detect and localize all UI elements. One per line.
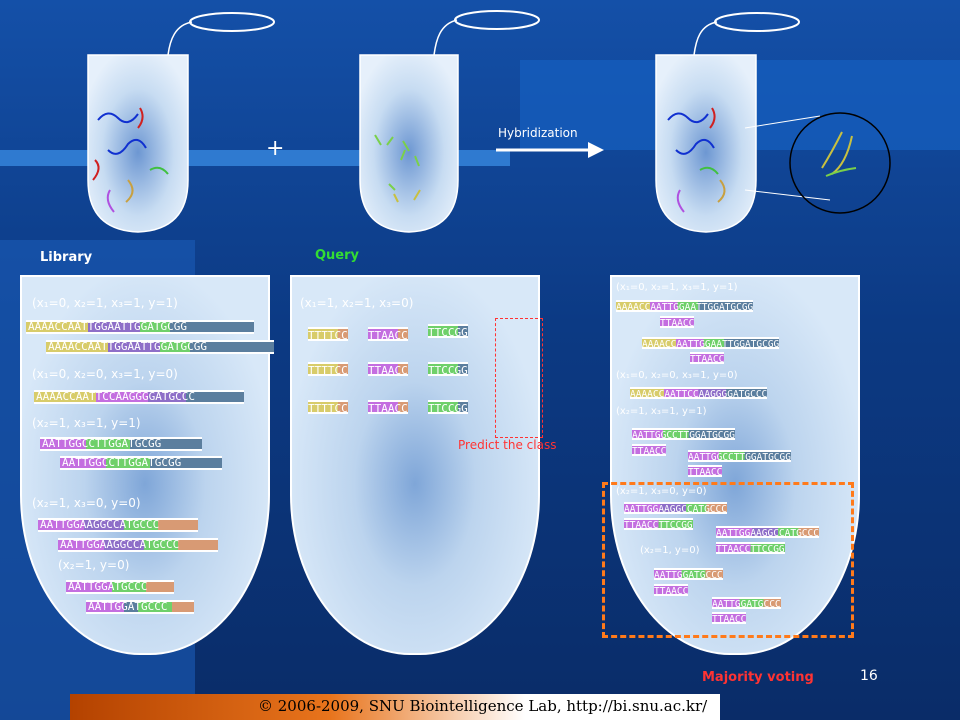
query-probe-3c: TTCCGG xyxy=(428,400,468,415)
library-seq-2-text: AAAACCAATTCCAAGGGGATGCCC xyxy=(36,390,195,403)
query-probe-3a: TTCCGG xyxy=(428,324,468,339)
query-label: Query xyxy=(315,248,360,263)
result-seq-4a: AATTGGAAGGCCATGCCC xyxy=(624,502,727,515)
library-group-5-vars: (x₂=1, y=0) xyxy=(58,558,130,572)
result-probe-7: TTAACC xyxy=(654,584,689,597)
result-seq-5a: AATTGGATGCCC xyxy=(654,568,723,581)
result-seq-3a: AATTGGCCTTGGATGCGG xyxy=(632,428,735,441)
result-probe-6: TTAACCTTCCGG xyxy=(716,542,785,555)
library-group-4-vars: (x₂=1, x₃=0, y=0) xyxy=(32,496,141,510)
result-seq-2: AAAACCAATTCCAAGGGGATGCCC xyxy=(630,387,768,400)
result-seq-4b: AATTGGAAGGCCATGCCC xyxy=(716,526,819,539)
majority-label: Majority voting xyxy=(702,670,814,685)
result-tube-icon xyxy=(655,12,800,233)
footer-text: © 2006-2009, SNU Biointelligence Lab, ht… xyxy=(258,697,708,715)
library-seq-4b xyxy=(58,538,218,552)
zoom-circle xyxy=(789,112,891,214)
result-probe-5: TTAACCTTCCGG xyxy=(624,518,693,531)
library-seq-4b-text: AATTGGAAGGCCATGCCC xyxy=(60,538,180,551)
library-seq-5a xyxy=(66,580,174,594)
library-seq-5b-text: AATTGGATGCCC xyxy=(88,600,168,613)
predict-box xyxy=(495,318,543,438)
page-number: 16 xyxy=(860,668,878,684)
query-vars: (x₁=1, x₂=1, x₃=0) xyxy=(300,296,414,310)
library-seq-3b-text: AATTGGCCTTGGATGCGG xyxy=(62,456,182,469)
library-group-1-vars: (x₁=0, x₂=1, x₃=1, y=1) xyxy=(32,296,178,310)
library-seq-5a-text: AATTGGATGCCC xyxy=(68,580,148,593)
library-group-2-vars: (x₁=0, x₂=0, x₃=1, y=0) xyxy=(32,367,178,381)
hybridization-label: Hybridization xyxy=(498,126,578,140)
library-seq-3b xyxy=(60,456,222,470)
query-probe-2b: TTAACC xyxy=(368,362,408,377)
query-probe-3b: TTCCGG xyxy=(428,362,468,377)
library-seq-3a-text: AATTGGCCTTGGATGCGG xyxy=(42,437,162,450)
library-label: Library xyxy=(40,250,93,265)
footer-bar xyxy=(70,694,720,720)
library-tube-icon xyxy=(87,12,275,233)
query-probe-1b: TTTTCC xyxy=(308,362,348,377)
plus-sign: + xyxy=(266,136,284,161)
query-tube-icon xyxy=(359,10,540,233)
library-seq-2 xyxy=(34,390,244,404)
result-seq-1a: AAAACCAATTGGAATTGGATGCGG xyxy=(616,300,754,313)
result-probe-2: TTAACC xyxy=(690,352,725,365)
query-probe-1a: TTTTCC xyxy=(308,327,348,342)
result-probe-3: TTAACC xyxy=(632,444,667,457)
library-seq-1a-text: AAAACCAATTGGAATTGGATGCGG xyxy=(28,320,187,333)
library-seq-1b xyxy=(46,340,274,354)
library-seq-4a xyxy=(38,518,198,532)
library-seq-5b xyxy=(86,600,194,614)
library-seq-3a xyxy=(40,437,202,451)
query-probe-2a: TTAACC xyxy=(368,327,408,342)
arrow-icon xyxy=(588,142,604,158)
result-r1-vars: (x₁=0, x₂=1, x₃=1, y=1) xyxy=(616,282,738,293)
query-probe-1c: TTTTCC xyxy=(308,400,348,415)
library-seq-1a xyxy=(26,320,254,334)
query-probe-2c: TTAACC xyxy=(368,400,408,415)
result-r5-vars: (x₂=1, y=0) xyxy=(640,545,700,556)
result-r3-vars: (x₂=1, x₃=1, y=1) xyxy=(616,406,707,417)
tubes-illustration: + Hybridization xyxy=(87,10,891,233)
library-seq-4a-text: AATTGGAAGGCCATGCCC xyxy=(40,518,160,531)
predict-label: Predict the class xyxy=(458,438,557,452)
result-probe-1: TTAACC xyxy=(660,316,695,329)
majority-box xyxy=(602,482,854,638)
result-seq-3b: AATTGGCCTTGGATGCGG xyxy=(688,450,791,463)
result-seq-1b: AAAACCAATTGGAATTGGATGCGG xyxy=(642,337,780,350)
result-probe-4: TTAACC xyxy=(688,465,723,478)
result-r2-vars: (x₁=0, x₂=0, x₃=1, y=0) xyxy=(616,370,738,381)
library-group-3-vars: (x₂=1, x₃=1, y=1) xyxy=(32,416,141,430)
result-probe-8: TTAACC xyxy=(712,612,747,625)
result-seq-5b: AATTGGATGCCC xyxy=(712,597,781,610)
result-r4-vars: (x₂=1, x₃=0, y=0) xyxy=(616,486,707,497)
library-seq-1b-text: AAAACCAATTGGAATTGGATGCGG xyxy=(48,340,207,353)
